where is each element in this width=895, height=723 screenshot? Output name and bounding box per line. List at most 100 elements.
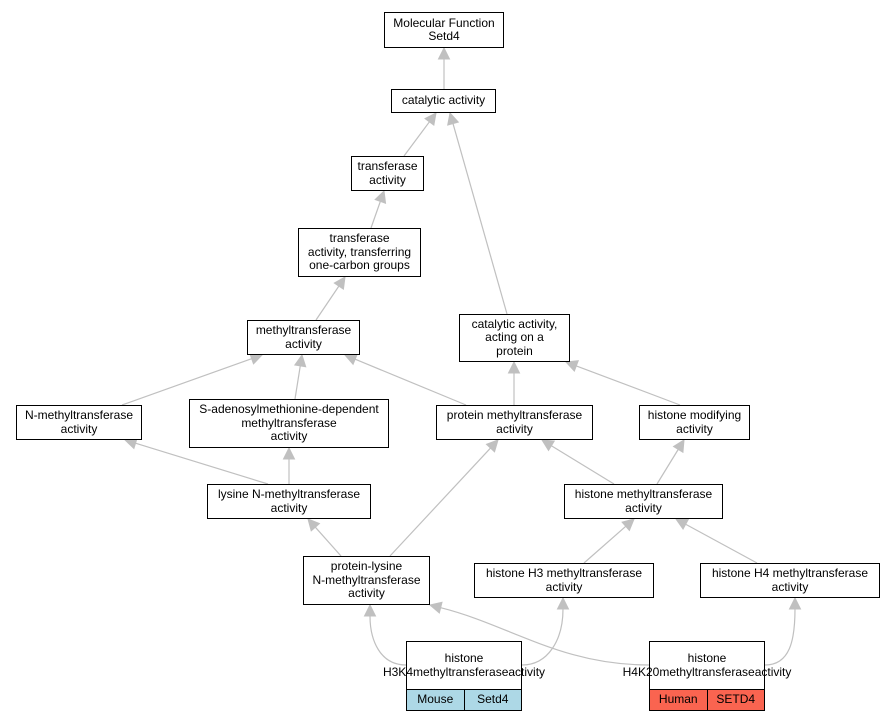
node-molecular-function-label-line: Molecular Function xyxy=(393,15,495,30)
edge-histone-h3-methyltransferase-to-histone-methyltransferase-arrow xyxy=(621,518,635,532)
edge-protein-lysine-n-methyltransferase-to-protein-methyltransferase xyxy=(389,447,491,557)
node-sam-dependent-label-line: activity xyxy=(270,429,308,444)
edge-histone-h4k20-to-histone-h4-methyltransferase-arrow xyxy=(788,596,802,610)
edge-transferase-activity-to-catalytic-activity xyxy=(403,121,430,157)
edge-histone-methyltransferase-to-histone-modifying xyxy=(656,449,679,485)
node-transferase-activity-label-line: transferase xyxy=(357,159,418,173)
node-lysine-n-methyltransferase-label-line: lysine N-methyltransferase xyxy=(217,487,361,501)
edge-histone-h4-methyltransferase-to-histone-methyltransferase xyxy=(685,523,758,564)
edge-protein-methyltransferase-to-methyltransferase-activity xyxy=(354,358,467,406)
gene-tag: Setd4 xyxy=(463,690,521,710)
edge-transferase-activity-to-catalytic-activity-arrow xyxy=(424,112,437,126)
edge-histone-methyltransferase-to-protein-methyltransferase xyxy=(551,445,615,485)
node-protein-methyltransferase-label-line: protein methyltransferase xyxy=(446,408,583,422)
edge-catalytic-activity-to-molecular-function-arrow xyxy=(437,46,451,60)
node-histone-h4-methyltransferase-label-line: histone H4 methyltransferase xyxy=(711,566,869,580)
edge-catalytic-acting-on-protein-to-catalytic-activity xyxy=(452,123,508,315)
node-histone-h3k4-label-line: activity xyxy=(508,664,546,679)
edge-sam-dependent-to-methyltransferase-activity-arrow xyxy=(293,353,307,368)
gene-tag: SETD4 xyxy=(706,690,764,710)
edge-histone-methyltransferase-to-histone-modifying-arrow xyxy=(672,439,685,454)
node-catalytic-acting-on-protein-label-line: catalytic activity, xyxy=(471,316,558,331)
node-catalytic-acting-on-protein-label-line: acting on a xyxy=(485,330,544,345)
node-catalytic-activity-label-line: catalytic activity xyxy=(401,93,486,108)
edge-lysine-n-methyltransferase-to-sam-dependent-arrow xyxy=(282,446,296,460)
node-catalytic-acting-on-protein-label-line: protein xyxy=(496,343,533,358)
edge-lysine-n-methyltransferase-to-n-methyltransferase xyxy=(135,442,269,485)
species-tag: Mouse xyxy=(407,690,464,710)
node-histone-methyltransferase-label-line: histone methyltransferase xyxy=(574,487,713,501)
node-histone-h4k20-label-line: methyltransferase xyxy=(659,664,755,679)
edge-n-methyltransferase-to-methyltransferase-activity-arrow xyxy=(249,352,264,365)
node-protein-lysine-n-methyltransferase-label-line: protein-lysine xyxy=(330,559,403,574)
node-histone-h3k4-label-line: histone H3K4 xyxy=(382,651,484,679)
edge-protein-lysine-n-methyltransferase-to-lysine-n-methyltransferase xyxy=(314,526,342,557)
node-catalytic-activity[interactable]: catalytic activity xyxy=(391,89,496,113)
node-transferase-one-carbon-label-line: one-carbon groups xyxy=(309,258,410,273)
node-histone-h4k20-label-line: histone H4K20 xyxy=(622,651,727,679)
node-histone-h3-methyltransferase-label-line: histone H3 methyltransferase xyxy=(485,566,643,580)
node-sam-dependent-label-line: S-adenosylmethionine-dependent xyxy=(199,402,379,417)
edge-catalytic-acting-on-protein-to-catalytic-activity-arrow xyxy=(447,111,460,126)
node-histone-methyltransferase-label-line: activity xyxy=(625,500,662,515)
node-histone-h4-methyltransferase-label-line: activity xyxy=(771,579,809,594)
edge-histone-methyltransferase-to-protein-methyltransferase-arrow xyxy=(541,439,556,452)
edge-n-methyltransferase-to-methyltransferase-activity xyxy=(121,358,252,406)
node-n-methyltransferase-label-line: N-methyltransferase xyxy=(24,408,134,422)
edge-methyltransferase-activity-to-transferase-one-carbon xyxy=(315,285,340,321)
node-protein-lysine-n-methyltransferase-label-line: activity xyxy=(348,586,385,601)
edge-histone-modifying-to-catalytic-acting-on-protein-arrow xyxy=(564,360,579,372)
edge-histone-h3-methyltransferase-to-histone-methyltransferase xyxy=(583,525,627,564)
node-transferase-activity-label-line: activity xyxy=(369,172,406,187)
edge-protein-methyltransferase-to-methyltransferase-activity-arrow xyxy=(343,353,359,366)
node-transferase-one-carbon-label-line: activity, transferring xyxy=(307,244,412,259)
node-histone-h3k4-label-line: methyltransferase xyxy=(413,664,509,679)
node-n-methyltransferase-label-line: activity xyxy=(60,421,98,436)
node-molecular-function-label-line: Setd4 xyxy=(428,29,460,43)
node-protein-methyltransferase-label-line: activity xyxy=(496,421,533,436)
node-methyltransferase-activity-label-line: methyltransferase xyxy=(255,323,352,337)
edge-protein-methyltransferase-to-catalytic-acting-on-protein-arrow xyxy=(507,360,521,374)
edge-histone-h4k20-to-histone-h4-methyltransferase xyxy=(764,608,796,666)
edge-transferase-one-carbon-to-transferase-activity xyxy=(370,201,381,229)
edge-histone-h4-methyltransferase-to-histone-methyltransferase-arrow xyxy=(675,518,690,531)
node-transferase-one-carbon-label-line: transferase xyxy=(329,231,390,246)
node-methyltransferase-activity-label-line: activity xyxy=(285,336,322,351)
node-lysine-n-methyltransferase-label-line: activity xyxy=(270,500,308,515)
edge-protein-lysine-n-methyltransferase-to-protein-methyltransferase-arrow xyxy=(485,439,499,453)
node-histone-modifying-label-line: activity xyxy=(676,421,713,436)
edge-sam-dependent-to-methyltransferase-activity xyxy=(294,365,301,400)
edge-histone-h4k20-to-protein-lysine-n-methyltransferase-arrow xyxy=(428,601,443,614)
edge-histone-h4k20-to-protein-lysine-n-methyltransferase xyxy=(440,607,650,666)
node-histone-h4k20-label-line: activity xyxy=(754,664,792,679)
edge-histone-modifying-to-catalytic-acting-on-protein xyxy=(576,365,681,406)
species-tag: Human xyxy=(650,690,707,710)
edge-methyltransferase-activity-to-transferase-one-carbon-arrow xyxy=(333,276,346,291)
edge-transferase-one-carbon-to-transferase-activity-arrow xyxy=(374,189,387,204)
node-histone-h3-methyltransferase-label-line: activity xyxy=(545,579,583,594)
edge-histone-h3k4-to-histone-h3-methyltransferase xyxy=(521,608,564,666)
edge-histone-h3k4-to-histone-h3-methyltransferase-arrow xyxy=(556,596,570,610)
edge-histone-h3k4-to-protein-lysine-n-methyltransferase-arrow xyxy=(363,603,377,617)
node-sam-dependent-label-line: methyltransferase xyxy=(241,415,337,430)
edge-histone-h3k4-to-protein-lysine-n-methyltransferase xyxy=(369,615,407,666)
